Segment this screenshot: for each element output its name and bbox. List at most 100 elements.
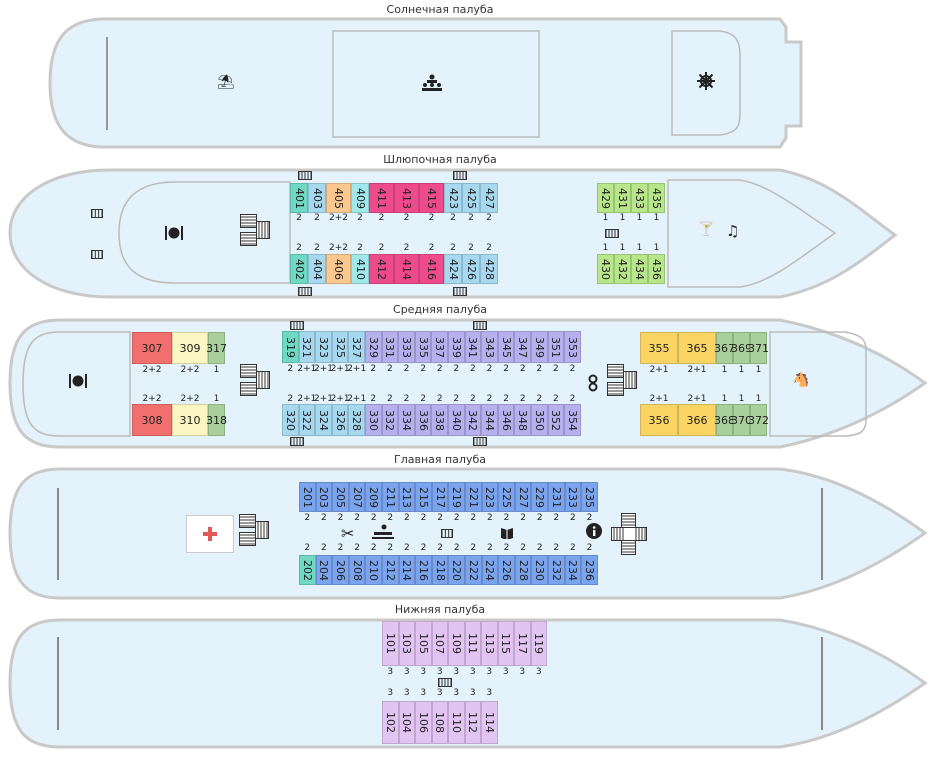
cabin-334[interactable]: 334 [398, 404, 415, 436]
cabin-366[interactable]: 366 [678, 404, 716, 436]
cabin-209[interactable]: 209 [365, 482, 382, 512]
cabin-318[interactable]: 318 [206, 404, 227, 436]
cabin-203[interactable]: 203 [315, 482, 333, 512]
cabin-331[interactable]: 331 [381, 331, 399, 363]
cabin-411[interactable]: 411 [369, 183, 394, 213]
cabin-105[interactable]: 105 [415, 621, 432, 666]
cabin-354[interactable]: 354 [564, 404, 581, 436]
cabin-307[interactable]: 307 [132, 332, 172, 364]
cabin-212[interactable]: 212 [382, 555, 399, 585]
cabin-229[interactable]: 229 [531, 482, 548, 512]
cabin-328[interactable]: 328 [348, 404, 365, 436]
cabin-104[interactable]: 104 [398, 701, 415, 744]
cabin-321[interactable]: 321 [298, 331, 316, 363]
cabin-323[interactable]: 323 [315, 331, 332, 363]
cabin-225[interactable]: 225 [498, 482, 515, 512]
cabin-338[interactable]: 338 [431, 404, 448, 436]
cabin-220[interactable]: 220 [448, 555, 465, 585]
cabin-218[interactable]: 218 [431, 555, 449, 585]
cabin-349[interactable]: 349 [531, 331, 548, 363]
cabin-211[interactable]: 211 [382, 482, 399, 512]
cabin-223[interactable]: 223 [481, 482, 499, 512]
cabin-348[interactable]: 348 [514, 404, 531, 436]
cabin-367[interactable]: 367 [714, 332, 735, 364]
cabin-222[interactable]: 222 [465, 555, 482, 585]
cabin-234[interactable]: 234 [564, 555, 582, 585]
cabin-403[interactable]: 403 [308, 183, 326, 213]
cabin-320[interactable]: 320 [282, 404, 299, 436]
cabin-434[interactable]: 434 [631, 254, 648, 284]
cabin-219[interactable]: 219 [448, 482, 465, 512]
cabin-213[interactable]: 213 [398, 482, 416, 512]
cabin-432[interactable]: 432 [614, 254, 631, 284]
cabin-370[interactable]: 370 [731, 404, 752, 436]
cabin-101[interactable]: 101 [382, 621, 399, 666]
cabin-107[interactable]: 107 [431, 621, 448, 666]
cabin-433[interactable]: 433 [631, 183, 648, 213]
cabin-224[interactable]: 224 [481, 555, 499, 585]
cabin-308[interactable]: 308 [132, 404, 172, 436]
cabin-436[interactable]: 436 [648, 254, 665, 284]
cabin-428[interactable]: 428 [480, 254, 498, 284]
cabin-405[interactable]: 405 [326, 183, 351, 213]
cabin-310[interactable]: 310 [172, 404, 208, 436]
cabin-106[interactable]: 106 [415, 701, 432, 744]
cabin-235[interactable]: 235 [581, 482, 598, 512]
cabin-205[interactable]: 205 [332, 482, 349, 512]
cabin-371[interactable]: 371 [748, 332, 769, 364]
cabin-352[interactable]: 352 [547, 404, 565, 436]
cabin-356[interactable]: 356 [640, 404, 678, 436]
cabin-410[interactable]: 410 [351, 254, 369, 284]
cabin-414[interactable]: 414 [394, 254, 419, 284]
cabin-102[interactable]: 102 [382, 701, 399, 744]
cabin-231[interactable]: 231 [548, 482, 565, 512]
cabin-214[interactable]: 214 [398, 555, 416, 585]
cabin-332[interactable]: 332 [381, 404, 399, 436]
cabin-429[interactable]: 429 [597, 183, 614, 213]
cabin-326[interactable]: 326 [331, 404, 349, 436]
cabin-341[interactable]: 341 [464, 331, 482, 363]
cabin-117[interactable]: 117 [514, 621, 531, 666]
cabin-430[interactable]: 430 [597, 254, 614, 284]
cabin-216[interactable]: 216 [415, 555, 432, 585]
cabin-201[interactable]: 201 [299, 482, 316, 512]
cabin-347[interactable]: 347 [514, 331, 531, 363]
cabin-412[interactable]: 412 [369, 254, 394, 284]
cabin-210[interactable]: 210 [365, 555, 382, 585]
cabin-221[interactable]: 221 [465, 482, 482, 512]
cabin-217[interactable]: 217 [431, 482, 449, 512]
cabin-435[interactable]: 435 [648, 183, 665, 213]
cabin-333[interactable]: 333 [398, 331, 415, 363]
cabin-322[interactable]: 322 [298, 404, 316, 436]
cabin-335[interactable]: 335 [414, 331, 432, 363]
cabin-109[interactable]: 109 [448, 621, 465, 666]
cabin-111[interactable]: 111 [464, 621, 481, 666]
cabin-342[interactable]: 342 [464, 404, 482, 436]
cabin-416[interactable]: 416 [419, 254, 444, 284]
cabin-206[interactable]: 206 [332, 555, 349, 585]
cabin-413[interactable]: 413 [394, 183, 419, 213]
cabin-344[interactable]: 344 [481, 404, 498, 436]
cabin-208[interactable]: 208 [348, 555, 366, 585]
cabin-227[interactable]: 227 [514, 482, 532, 512]
cabin-319[interactable]: 319 [282, 331, 299, 363]
cabin-119[interactable]: 119 [530, 621, 547, 666]
cabin-353[interactable]: 353 [564, 331, 581, 363]
cabin-330[interactable]: 330 [365, 404, 382, 436]
cabin-202[interactable]: 202 [299, 555, 316, 585]
cabin-415[interactable]: 415 [419, 183, 444, 213]
cabin-112[interactable]: 112 [464, 701, 481, 744]
cabin-372[interactable]: 372 [748, 404, 769, 436]
cabin-317[interactable]: 317 [206, 332, 227, 364]
cabin-340[interactable]: 340 [448, 404, 465, 436]
cabin-207[interactable]: 207 [348, 482, 366, 512]
cabin-345[interactable]: 345 [497, 331, 515, 363]
cabin-369[interactable]: 369 [731, 332, 752, 364]
cabin-427[interactable]: 427 [480, 183, 498, 213]
cabin-232[interactable]: 232 [548, 555, 565, 585]
cabin-355[interactable]: 355 [640, 332, 678, 364]
cabin-336[interactable]: 336 [414, 404, 432, 436]
cabin-368[interactable]: 368 [714, 404, 735, 436]
cabin-423[interactable]: 423 [444, 183, 462, 213]
cabin-365[interactable]: 365 [678, 332, 716, 364]
